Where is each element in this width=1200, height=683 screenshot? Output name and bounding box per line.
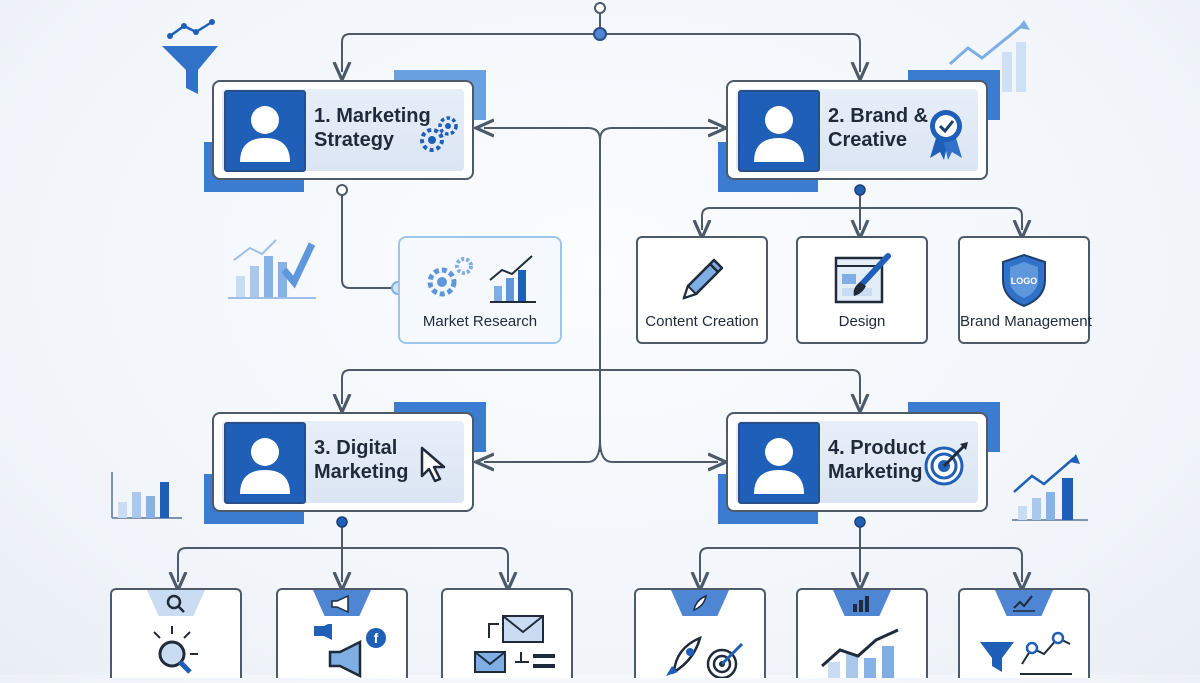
card-label: Brand Management xyxy=(960,313,1092,330)
cursor-arrow-icon xyxy=(418,446,452,489)
department-digital-marketing[interactable]: 3. Digital Marketing xyxy=(204,402,486,524)
avatar xyxy=(224,422,306,504)
avatar xyxy=(738,90,820,172)
paintbrush-icon xyxy=(832,252,892,313)
department-product-marketing[interactable]: 4. Product Marketing xyxy=(718,402,1000,524)
card-design[interactable]: Design xyxy=(796,236,928,344)
growth-arrow-icon xyxy=(946,20,1030,99)
rocket-icon xyxy=(690,594,710,619)
pencil-icon xyxy=(674,252,730,313)
magnifier-icon xyxy=(166,594,186,619)
avatar xyxy=(224,90,306,172)
card-search[interactable] xyxy=(110,588,242,678)
target-dart-icon xyxy=(924,440,970,491)
department-title: 2. Brand & Creative xyxy=(828,105,929,151)
avatar xyxy=(738,422,820,504)
card-label: Design xyxy=(838,313,886,330)
search-arrows-icon xyxy=(136,624,216,683)
svg-text:f: f xyxy=(374,630,379,646)
card-funnel-analytics[interactable] xyxy=(958,588,1090,678)
social-megaphone-icon: f xyxy=(294,622,390,683)
shield-logo-icon: LOGO xyxy=(999,252,1049,313)
award-ribbon-icon xyxy=(926,108,966,165)
rocket-target-icon xyxy=(652,624,748,683)
line-chart-icon xyxy=(1012,594,1036,617)
bar-chart-icon xyxy=(851,594,873,617)
small-bar-chart-icon xyxy=(108,470,184,527)
gears-icon xyxy=(416,112,462,163)
email-flow-icon xyxy=(459,612,555,683)
department-title: 3. Digital Marketing xyxy=(314,437,409,483)
card-content-creation[interactable]: Content Creation xyxy=(636,236,768,344)
card-sales-growth[interactable] xyxy=(796,588,928,678)
logo-text: LOGO xyxy=(1011,276,1038,286)
card-brand-management[interactable]: LOGO Brand Management xyxy=(958,236,1092,344)
department-marketing-strategy[interactable]: 1. Marketing Strategy xyxy=(204,70,486,192)
funnel-flow-icon xyxy=(974,624,1074,683)
department-brand-creative[interactable]: 2. Brand & Creative xyxy=(718,70,1000,192)
trend-bar-chart-icon xyxy=(1010,452,1090,527)
growth-chart-icon xyxy=(814,628,910,683)
megaphone-icon xyxy=(330,594,354,619)
gears-chart-icon xyxy=(420,250,540,311)
card-label: Content Creation xyxy=(645,313,759,330)
card-label: Market Research xyxy=(422,313,538,330)
card-product-launch[interactable] xyxy=(634,588,766,680)
funnel-chart-icon xyxy=(160,18,222,105)
card-market-research[interactable]: Market Research xyxy=(398,236,562,344)
card-social-media[interactable]: f xyxy=(276,588,408,679)
department-title: 4. Product Marketing xyxy=(828,437,926,483)
department-title: 1. Marketing Strategy xyxy=(314,105,431,151)
card-email-marketing[interactable] xyxy=(441,588,573,678)
bar-chart-check-icon xyxy=(226,236,318,307)
